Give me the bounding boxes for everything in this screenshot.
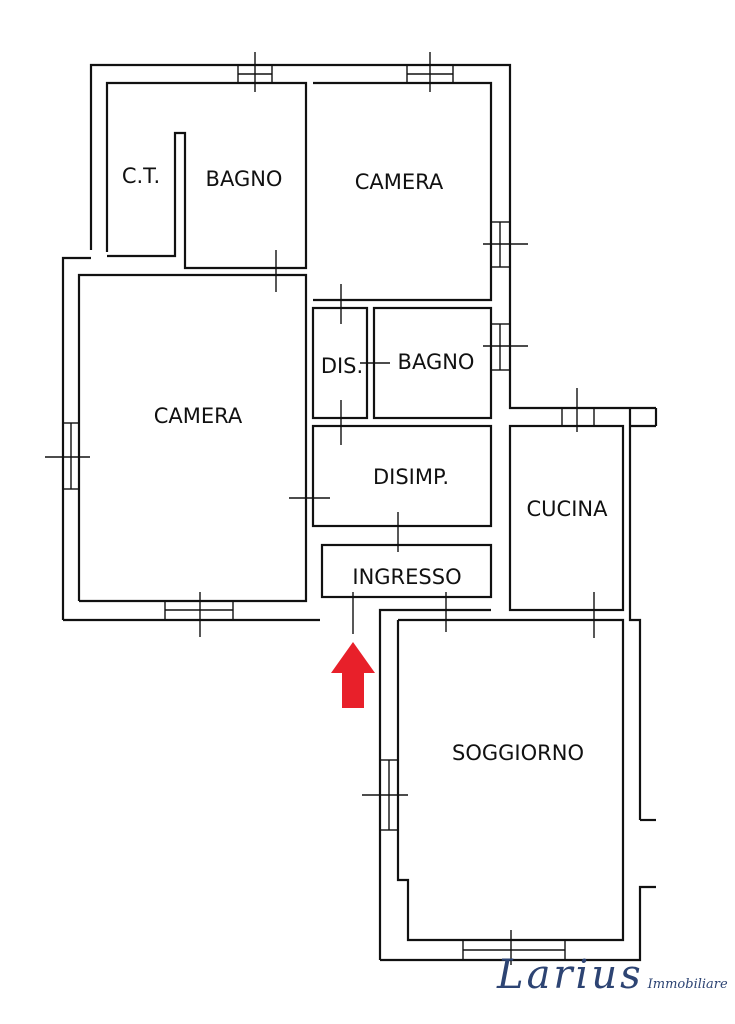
room-label-bagno-2: BAGNO (397, 350, 475, 374)
entrance-arrow (331, 642, 375, 708)
windows-doors (45, 52, 595, 965)
logo-sub-text: Immobiliare (647, 977, 728, 992)
walls (61, 63, 658, 962)
room-label-dis: DIS. (320, 354, 364, 378)
logo-main-text: Larius (497, 952, 644, 998)
room-label-cucina: CUCINA (526, 497, 608, 521)
room-label-ct: C.T. (121, 164, 161, 188)
room-label-camera-2: CAMERA (153, 404, 243, 428)
room-label-camera: CAMERA (354, 170, 444, 194)
room-label-soggiorno: SOGGIORNO (452, 741, 584, 765)
room-label-disimp: DISIMP. (372, 465, 450, 489)
room-label-ingresso: INGRESSO (352, 565, 462, 589)
room-label-bagno: BAGNO (205, 167, 283, 191)
